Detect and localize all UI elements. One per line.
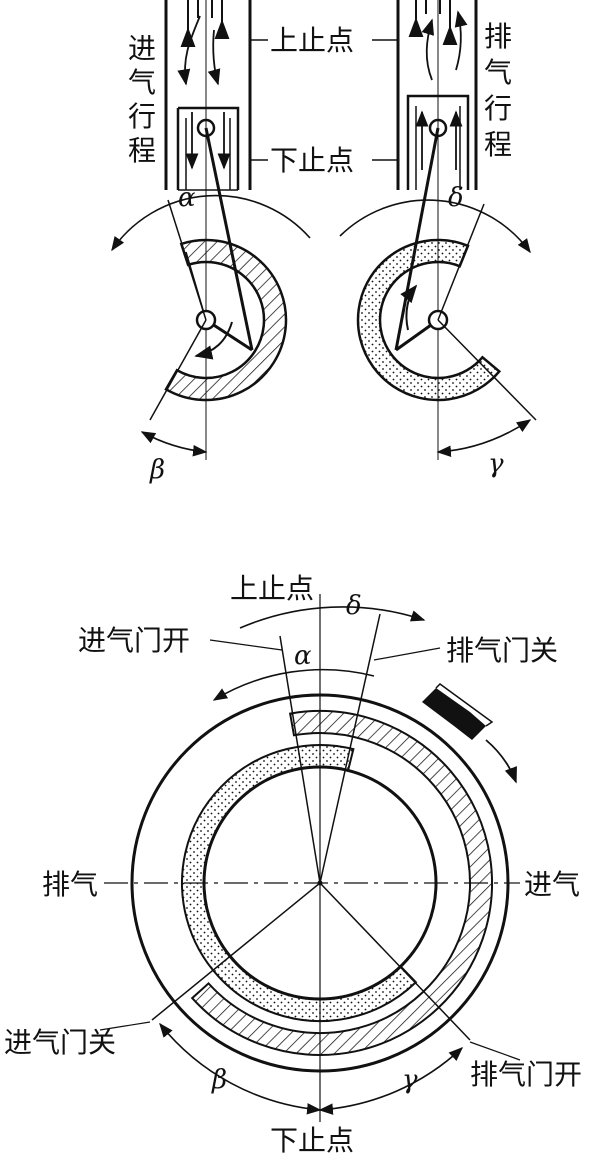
right-delta-arc	[339, 199, 531, 254]
intake-close-leader	[99, 1021, 151, 1031]
intake-open-ray	[279, 635, 321, 884]
exhaust-close-label: 排气门关	[446, 634, 558, 667]
right-gamma-label: γ	[488, 449, 504, 479]
intake-duration-band	[190, 710, 493, 1056]
exhaust-stroke-panel: δ γ 排 气 行 程	[339, 0, 537, 479]
right-gamma-ray	[437, 319, 537, 421]
beta-arc	[159, 1022, 322, 1115]
intake-side-label: 进气	[524, 868, 580, 901]
left-bdc-label: 下止点	[270, 144, 354, 177]
exhaust-side-label: 排气	[42, 868, 98, 901]
intake-open-label: 进气门开	[78, 624, 190, 657]
valve-timing-circle: 上止点 δ 进气门开 排气门关 α 排气 进气 进气门关 排气门开 β γ 下止…	[4, 572, 582, 1156]
exhaust-open-label: 排气门开	[470, 1058, 582, 1091]
timing-bdc-label: 下止点	[270, 1124, 354, 1156]
right-stroke-char-3: 行	[484, 92, 512, 125]
delta-arc	[239, 606, 426, 629]
left-alpha-label: α	[178, 183, 196, 213]
left-alpha-ray	[167, 199, 207, 321]
exhaust-close-ray	[319, 613, 381, 884]
left-valves	[180, 0, 230, 47]
right-stroke-char-1: 排	[484, 20, 512, 53]
right-delta-ray	[437, 203, 485, 321]
timing-tdc-label: 上止点	[230, 572, 314, 605]
left-cylinder-walls	[164, 0, 252, 190]
timing-alpha-label: α	[294, 641, 312, 671]
intake-stroke-panel: α β 进 气 行 程	[111, 0, 311, 485]
left-beta-label: β	[149, 455, 165, 485]
left-rotation-arrow	[194, 321, 233, 360]
left-stroke-char-4: 程	[128, 134, 156, 167]
timing-center	[317, 880, 323, 886]
rotation-direction-indicator	[422, 683, 517, 784]
left-stroke-char-3: 行	[128, 100, 156, 133]
left-tdc-label: 上止点	[270, 24, 354, 57]
left-flow-arrows	[177, 15, 231, 170]
right-stroke-char-4: 程	[484, 128, 512, 161]
exhaust-close-leader	[373, 647, 441, 661]
left-crank-sector	[164, 238, 288, 402]
intake-close-ray	[151, 882, 321, 1021]
right-valves	[408, 0, 458, 45]
timing-beta-label: β	[211, 1065, 227, 1095]
left-beta-ray	[149, 319, 207, 421]
right-crank-sector	[356, 238, 502, 402]
alpha-arc	[212, 668, 375, 701]
left-alpha-arc	[111, 194, 311, 252]
left-stroke-char-2: 气	[128, 66, 156, 99]
timing-delta-label: δ	[346, 591, 362, 621]
gamma-arc	[318, 1047, 464, 1115]
right-flow-arrows	[415, 10, 468, 170]
exhaust-open-leader	[469, 1041, 521, 1061]
right-cylinder-walls	[396, 0, 478, 190]
left-piston	[176, 106, 240, 191]
stroke-position-labels: 上止点 下止点	[250, 24, 398, 177]
exhaust-open-ray	[319, 882, 471, 1041]
left-connecting-rod	[185, 127, 254, 352]
right-gamma-arc	[436, 419, 532, 457]
left-beta-arc	[140, 431, 208, 457]
right-stroke-char-2: 气	[484, 56, 512, 89]
right-delta-label: δ	[448, 183, 464, 213]
intake-open-leader	[209, 639, 283, 651]
left-stroke-char-1: 进	[128, 32, 156, 65]
right-rotation-arrow	[400, 284, 418, 331]
intake-close-label: 进气门关	[4, 1026, 116, 1059]
timing-gamma-label: γ	[402, 1065, 418, 1095]
